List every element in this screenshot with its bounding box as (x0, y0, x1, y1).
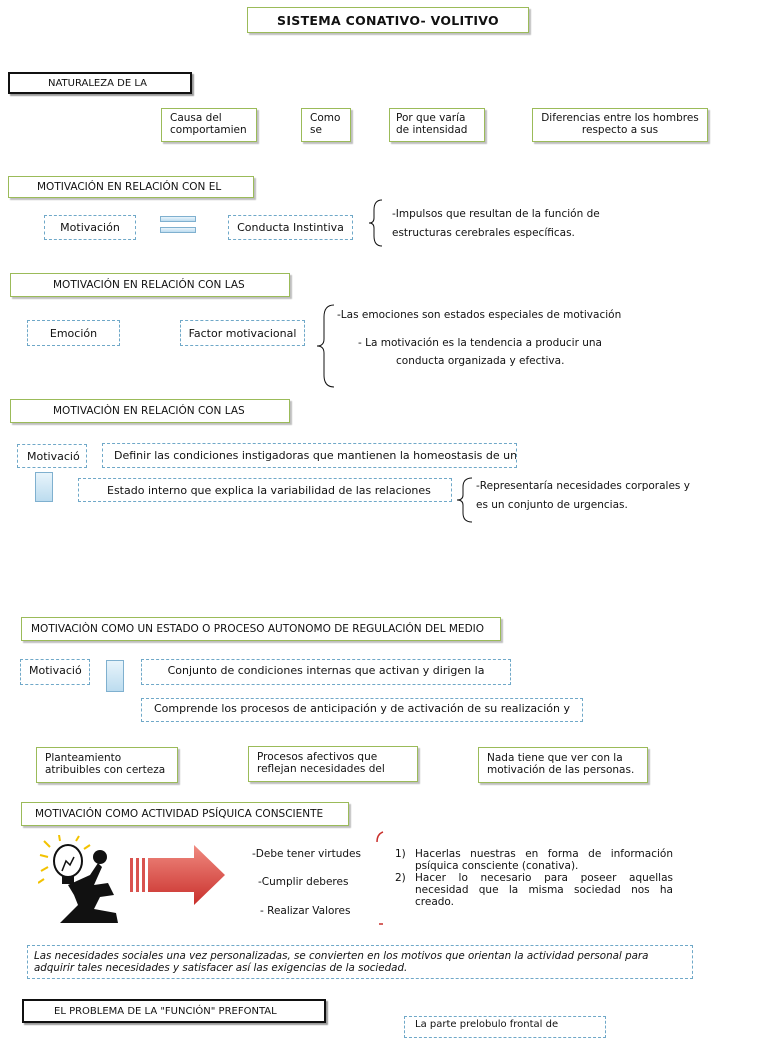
section-header-prefrontal: EL PROBLEMA DE LA "FUNCIÓN" PREFONTAL (22, 999, 326, 1023)
point-1-text: Hacerlas nuestras en forma de informació… (415, 848, 673, 872)
box-planteamiento: Planteamiento atribuibles con certeza (36, 747, 178, 783)
concept-box-intensidad: Por que varía de intensidad (389, 108, 485, 142)
box-procesos-afectivos: Procesos afectivos que reflejan necesida… (248, 746, 418, 782)
note-impulsos-l2: estructuras cerebrales específicas. (392, 227, 575, 239)
quote-box: Las necesidades sociales una vez persona… (27, 945, 693, 979)
list-virtudes: -Debe tener virtudes (252, 848, 361, 860)
definition-anticipacion: Comprende los procesos de anticipación y… (141, 698, 583, 722)
motivacion-box-4: Motivació (17, 444, 87, 468)
point-2-number: 2) (395, 872, 406, 884)
brace-sec3 (316, 304, 335, 388)
section-header-autonomo: MOTIVACIÒN COMO UN ESTADO O PROCESO AUTO… (21, 617, 501, 641)
section-header-naturaleza: NATURALEZA DE LA (8, 72, 192, 94)
list-valores: - Realizar Valores (260, 905, 351, 917)
lightbulb-thinker-icon (38, 835, 118, 923)
definition-homeostasis: Definir las condiciones instigadoras que… (102, 443, 517, 468)
box-nada-tiene: Nada tiene que ver con la motivación de … (478, 747, 648, 783)
conducta-instintiva-box: Conducta Instintiva (228, 215, 353, 240)
definition-estado-interno: Estado interno que explica la variabilid… (78, 478, 452, 502)
definition-condiciones-internas: Conjunto de condiciones internas que act… (141, 659, 511, 685)
equals-sign (160, 216, 196, 236)
motivacion-box: Motivación (44, 215, 136, 240)
concept-box-como: Como se (301, 108, 351, 142)
note-emociones: -Las emociones son estados especiales de… (337, 309, 622, 321)
brace-sec2 (368, 199, 383, 247)
concept-box-diferencias: Diferencias entre los hombres respecto a… (532, 108, 708, 142)
section-header-consciente: MOTIVACIÓN COMO ACTIVIDAD PSÍQUICA CONSC… (21, 802, 349, 826)
note-tendencia-l1: - La motivación es la tendencia a produc… (358, 337, 602, 349)
numbered-point-1: 1) Hacerlas nuestras en forma de informa… (395, 848, 673, 872)
red-arrow-icon (130, 845, 225, 905)
section-header-emociones: MOTIVACIÓN EN RELACIÓN CON LAS (10, 273, 290, 297)
note-tendencia-l2: conducta organizada y efectiva. (396, 355, 565, 367)
section-header-conducta: MOTIVACIÓN EN RELACIÓN CON EL (8, 176, 254, 198)
vertical-bar-5 (106, 660, 124, 692)
factor-motivacional-box: Factor motivacional (180, 320, 305, 346)
emocion-box: Emoción (27, 320, 120, 346)
note-impulsos-l1: -Impulsos que resultan de la función de (392, 208, 600, 220)
list-deberes: -Cumplir deberes (258, 876, 349, 888)
point-2-text: Hacer lo necesario para poseer aquellas … (415, 872, 673, 908)
motivacion-box-5: Motivació (20, 659, 90, 685)
concept-box-causa: Causa del comportamien (161, 108, 257, 142)
point-1-number: 1) (395, 848, 406, 860)
brace-sec4 (456, 477, 473, 523)
note-corporales-l1: -Representaría necesidades corporales y (476, 480, 690, 492)
page-title: SISTEMA CONATIVO- VOLITIVO (247, 7, 529, 33)
section-header-necesidades: MOTIVACIÒN EN RELACIÓN CON LAS (10, 399, 290, 423)
note-corporales-l2: es un conjunto de urgencias. (476, 499, 628, 511)
brace-sec6-fragment (376, 831, 384, 925)
numbered-point-2: 2) Hacer lo necesario para poseer aquell… (395, 872, 673, 908)
partial-prelobulo-box: La parte prelobulo frontal de (404, 1016, 606, 1038)
vertical-bar-4 (35, 472, 53, 502)
